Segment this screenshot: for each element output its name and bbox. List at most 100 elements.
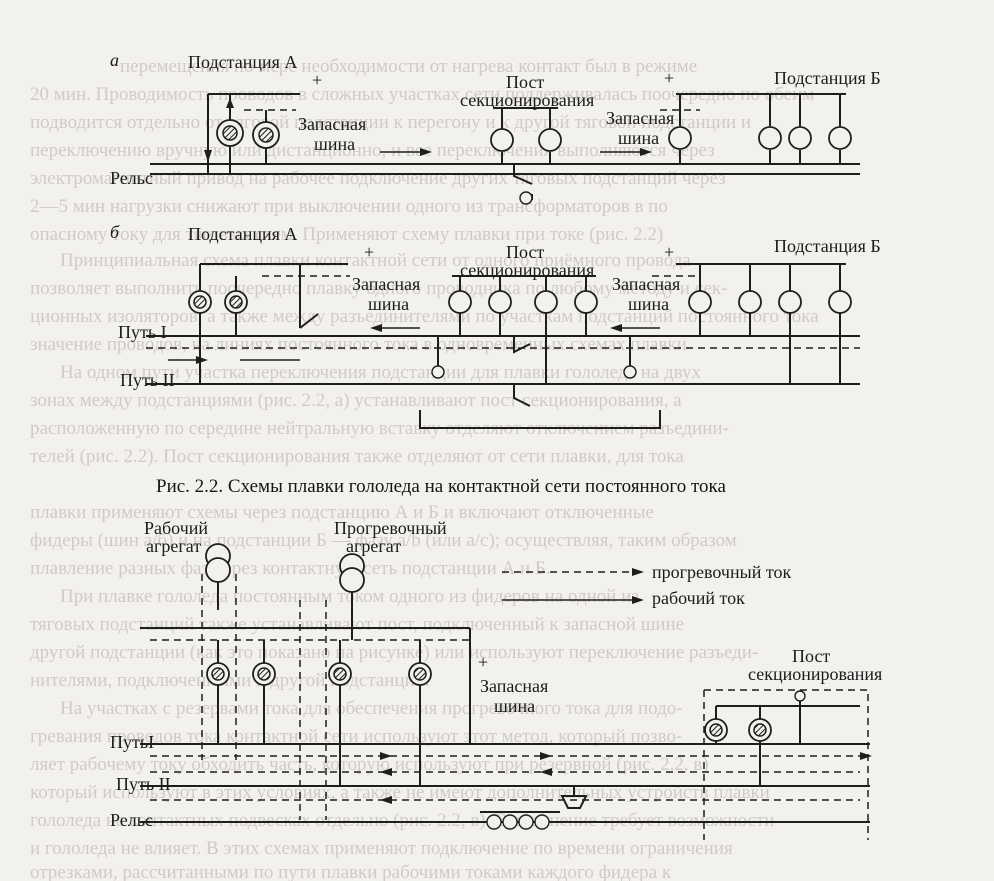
breaker bbox=[534, 290, 558, 314]
bleed-line: отрезками, рассчитанными по пути плавки … bbox=[30, 862, 672, 881]
insulator bbox=[431, 365, 445, 379]
breaker bbox=[448, 290, 472, 314]
plus-sign: + bbox=[312, 70, 322, 90]
work-current-path bbox=[201, 574, 237, 760]
breaker bbox=[758, 126, 782, 150]
rail-bond bbox=[486, 814, 502, 830]
loop-line bbox=[419, 410, 661, 429]
current-arrow bbox=[204, 150, 212, 162]
plus-sign: + bbox=[664, 68, 674, 88]
current-arrow bbox=[420, 148, 432, 156]
bleed-line: При плавке гололеда постоянным током одн… bbox=[60, 586, 639, 607]
legend-arrow bbox=[632, 596, 644, 604]
transformer-coil bbox=[205, 557, 231, 583]
breaker bbox=[538, 128, 562, 152]
current-arrow bbox=[640, 148, 652, 156]
current-arrow bbox=[540, 752, 552, 760]
bleed-line: фидеры (шин a/б) и на подстанции Б — фаз… bbox=[30, 530, 737, 551]
current-arrow bbox=[860, 752, 872, 760]
bleed-through-text: перемещения по мере необходимости от наг… bbox=[30, 56, 819, 881]
bleed-line: ционных изоляторов, а также между разъед… bbox=[30, 306, 819, 327]
unit-lead bbox=[217, 582, 353, 640]
insulator bbox=[623, 365, 637, 379]
current-arrow bbox=[380, 768, 392, 776]
post-label-line1: Пост bbox=[506, 72, 544, 92]
breaker bbox=[258, 127, 274, 143]
breaker bbox=[257, 667, 271, 681]
track-1-label: Путь I bbox=[118, 322, 167, 342]
bleed-line: и гололеда не влияет. В этих схемах прим… bbox=[30, 838, 733, 859]
track-1-label: ПутьI bbox=[110, 732, 154, 752]
breaker bbox=[193, 295, 207, 309]
bleed-line: опасному току для тяговых схем. Применяю… bbox=[30, 224, 663, 245]
bleed-line: Принципиальная схема плавки контактной с… bbox=[60, 250, 691, 271]
plus-sign: + bbox=[364, 242, 374, 262]
work-unit-label: Рабочий bbox=[144, 518, 208, 538]
current-arrow bbox=[226, 98, 234, 108]
reserve-bus-label: Запасная bbox=[606, 108, 674, 128]
bleed-line: ляет рабочему току обходить часть, котор… bbox=[30, 754, 709, 775]
diagram-letter: б bbox=[110, 222, 120, 242]
rail-label: Рельс bbox=[110, 810, 153, 830]
rail-bond bbox=[534, 814, 550, 830]
bleed-line: расположенную по середине нейтральную вс… bbox=[30, 418, 729, 439]
bridge-connector bbox=[560, 786, 588, 809]
breaker bbox=[333, 667, 347, 681]
current-arrow bbox=[380, 752, 392, 760]
insulator bbox=[519, 191, 533, 205]
bleed-line: плавки применяют схемы через подстанцию … bbox=[30, 502, 654, 523]
reserve-bus-label: Запасная bbox=[480, 676, 548, 696]
reserve-bus-label: Запасная bbox=[352, 274, 420, 294]
current-arrow bbox=[610, 324, 622, 332]
rail-label: Рельс bbox=[110, 168, 153, 188]
bleed-line: На участках с резервами тока для обеспеч… bbox=[60, 698, 683, 719]
heat-unit-label: агрегат bbox=[346, 536, 401, 556]
bleed-line: тяговых подстанций также устанавливают п… bbox=[30, 614, 684, 635]
diagram-a: а Подстанция А + Пост секционирования + … bbox=[110, 50, 881, 205]
jumper bbox=[437, 336, 631, 366]
reserve-bus-label: шина bbox=[494, 696, 535, 716]
bleed-line: другой подстанции (как это показано на р… bbox=[30, 642, 758, 663]
reserve-bus-label: Запасная bbox=[298, 114, 366, 134]
bleed-line: перемещения по мере необходимости от наг… bbox=[120, 56, 697, 77]
current-arrow bbox=[370, 324, 382, 332]
reserve-bus-label: Запасная bbox=[612, 274, 680, 294]
breaker bbox=[778, 290, 802, 314]
track-2-label: Путь II bbox=[116, 774, 171, 794]
legend-arrow bbox=[632, 568, 644, 576]
feeder-switch bbox=[299, 264, 319, 329]
heat-current-path bbox=[299, 600, 327, 820]
bleed-line: плавление разных фаз через контактную се… bbox=[30, 558, 551, 579]
plus-sign: + bbox=[478, 652, 488, 672]
post-label-line1: Пост bbox=[506, 242, 544, 262]
rail-bond bbox=[518, 814, 534, 830]
sectioning-switch bbox=[513, 336, 531, 354]
breaker bbox=[229, 295, 243, 309]
bleed-line: На одном пути участка переключения подст… bbox=[60, 362, 701, 383]
bleed-line: значение проводов, на линиях постоянного… bbox=[30, 334, 687, 355]
post-label-line2: секционирования bbox=[748, 664, 882, 684]
bleed-line: подводится отдельно от тяговой подстанци… bbox=[30, 112, 751, 133]
post-enclosure bbox=[703, 689, 869, 840]
reserve-bus-label: шина bbox=[368, 294, 409, 314]
current-arrow bbox=[196, 356, 208, 364]
breaker bbox=[668, 126, 692, 150]
legend-work-current: рабочий ток bbox=[652, 588, 745, 608]
substation-a-label: Подстанция А bbox=[188, 224, 297, 244]
post-label-line1: Пост bbox=[792, 646, 830, 666]
diagram-letter: а bbox=[110, 50, 119, 70]
breaker bbox=[788, 126, 812, 150]
breaker bbox=[488, 290, 512, 314]
breaker bbox=[413, 667, 427, 681]
substation-a-label: Подстанция А bbox=[188, 52, 297, 72]
sectioning-switch bbox=[513, 384, 531, 407]
breaker bbox=[753, 723, 767, 737]
heat-unit-label: Прогревочный bbox=[334, 518, 447, 538]
breaker bbox=[709, 723, 723, 737]
insulator bbox=[794, 690, 806, 702]
diagram-c: Рабочий агрегат Прогревочный агрегат про… bbox=[110, 518, 882, 840]
track-2-label: Путь II bbox=[120, 370, 175, 390]
breaker bbox=[828, 126, 852, 150]
breaker bbox=[574, 290, 598, 314]
